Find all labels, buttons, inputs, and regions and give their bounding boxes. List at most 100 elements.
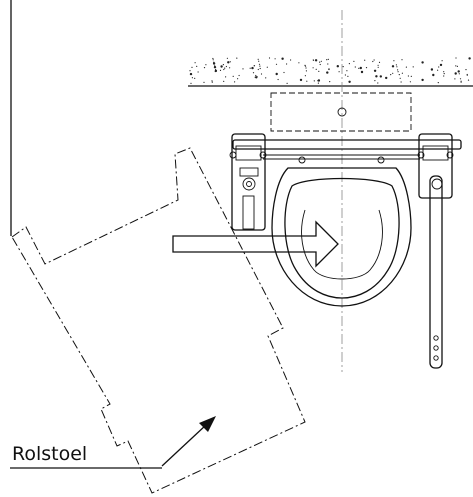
- concrete-speck: [220, 65, 223, 68]
- concrete-speck: [318, 70, 320, 72]
- concrete-speck: [327, 63, 329, 65]
- concrete-speck: [421, 78, 424, 82]
- concrete-speck: [401, 59, 403, 61]
- concrete-speck: [401, 72, 403, 74]
- concrete-speck: [298, 62, 300, 64]
- concrete-speck: [455, 57, 457, 59]
- concrete-wall: [188, 57, 473, 87]
- concrete-speck: [460, 80, 462, 82]
- concrete-speck: [281, 57, 284, 60]
- wheelchair-direction-arrow: [161, 416, 216, 467]
- concrete-speck: [259, 67, 261, 70]
- concrete-speck: [275, 63, 278, 65]
- concrete-speck: [410, 75, 412, 77]
- concrete-speck: [326, 71, 329, 74]
- concrete-speck: [378, 61, 381, 64]
- concrete-speck: [365, 67, 368, 69]
- concrete-speck: [409, 81, 411, 83]
- concrete-speck: [254, 76, 256, 78]
- concrete-speck: [454, 78, 456, 80]
- concrete-speck: [319, 63, 321, 66]
- concrete-speck: [305, 67, 307, 69]
- concrete-speck: [432, 73, 435, 77]
- concrete-speck: [189, 70, 191, 72]
- concrete-speck: [194, 77, 196, 79]
- concrete-speck: [329, 81, 331, 83]
- concrete-speck: [234, 81, 236, 83]
- toilet-bowl: [271, 167, 412, 307]
- concrete-speck: [229, 67, 231, 69]
- concrete-speck: [265, 77, 267, 79]
- concrete-speck: [441, 60, 443, 62]
- concrete-speck: [214, 69, 218, 73]
- concrete-speck: [360, 70, 364, 74]
- concrete-speck: [456, 65, 458, 67]
- concrete-speck: [319, 61, 321, 63]
- right-grab-rail: [417, 133, 454, 369]
- concrete-speck: [290, 59, 292, 61]
- concrete-speck: [222, 64, 224, 66]
- concrete-speck: [364, 59, 366, 61]
- concrete-speck: [397, 69, 399, 71]
- concrete-speck: [373, 69, 377, 73]
- concrete-speck: [443, 71, 445, 73]
- concrete-speck: [203, 81, 205, 83]
- concrete-speck: [317, 82, 319, 84]
- concrete-speck: [342, 66, 344, 68]
- concrete-speck: [338, 71, 340, 73]
- concrete-speck: [379, 75, 382, 78]
- concrete-speck: [190, 82, 192, 84]
- concrete-speck: [191, 66, 193, 68]
- concrete-speck: [268, 57, 271, 59]
- concrete-speck: [326, 59, 328, 61]
- concrete-speck: [354, 66, 356, 68]
- wheelchair-outline: [11, 147, 306, 494]
- concrete-speck: [391, 65, 395, 68]
- concrete-speck: [390, 74, 392, 76]
- concrete-speck: [255, 74, 257, 77]
- concrete-speck: [237, 78, 239, 80]
- concrete-speck: [468, 57, 471, 60]
- concrete-speck: [213, 66, 217, 69]
- concrete-speck: [320, 60, 322, 62]
- cistern: [270, 92, 412, 132]
- concrete-speck: [375, 75, 378, 78]
- concrete-speck: [460, 81, 462, 83]
- concrete-speck: [212, 59, 214, 61]
- concrete-speck: [412, 66, 414, 68]
- concrete-speck: [286, 82, 288, 84]
- concrete-speck: [226, 57, 228, 59]
- concrete-speck: [377, 66, 379, 68]
- concrete-speck: [443, 73, 445, 75]
- concrete-speck: [227, 61, 230, 64]
- concrete-speck: [299, 78, 303, 82]
- concrete-speck: [437, 69, 439, 71]
- concrete-speck: [191, 77, 193, 79]
- concrete-speck: [283, 71, 285, 74]
- concrete-speck: [443, 75, 445, 77]
- concrete-speck: [397, 71, 399, 73]
- concrete-speck: [224, 67, 226, 69]
- concrete-speck: [258, 63, 261, 65]
- concrete-speck: [327, 58, 329, 61]
- concrete-speck: [346, 70, 348, 72]
- concrete-speck: [437, 82, 439, 84]
- concrete-speck: [225, 65, 227, 68]
- concrete-speck: [400, 81, 402, 83]
- concrete-speck: [275, 72, 278, 76]
- mounting-frame: [232, 139, 462, 164]
- transfer-arrow: [172, 220, 339, 268]
- concrete-speck: [277, 78, 279, 81]
- concrete-speck: [306, 80, 308, 82]
- concrete-speck: [393, 60, 395, 62]
- concrete-speck: [421, 62, 424, 64]
- concrete-speck: [348, 63, 350, 65]
- concrete-speck: [286, 63, 288, 65]
- concrete-speck: [377, 64, 379, 66]
- concrete-speck: [336, 65, 339, 68]
- concrete-speck: [399, 77, 401, 79]
- concrete-speck: [238, 74, 240, 77]
- concrete-speck: [257, 58, 259, 60]
- concrete-speck: [236, 57, 238, 59]
- concrete-speck: [377, 82, 379, 84]
